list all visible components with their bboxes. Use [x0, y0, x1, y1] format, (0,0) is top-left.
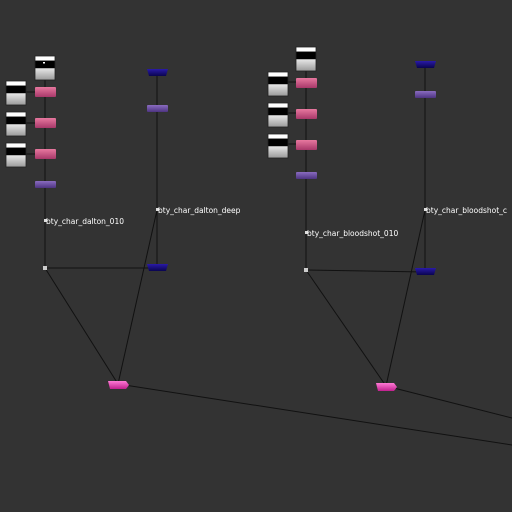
- final-merge-node[interactable]: [376, 383, 397, 391]
- wire: [44, 267, 119, 385]
- label-anchor: [424, 208, 427, 211]
- deep-output-node[interactable]: [147, 264, 168, 271]
- read-thumbnail[interactable]: [5, 80, 27, 106]
- deep-read-node[interactable]: [415, 61, 436, 68]
- wire: [117, 209, 158, 385]
- shuffle-node[interactable]: [296, 78, 317, 88]
- beauty-label[interactable]: bty_char_bloodshot_010: [307, 229, 398, 238]
- merge-node[interactable]: [296, 172, 317, 179]
- wire: [385, 385, 512, 419]
- wire: [117, 383, 512, 446]
- deep-output-node[interactable]: [415, 268, 436, 275]
- read-thumbnail[interactable]: [267, 102, 289, 128]
- dot-node[interactable]: [304, 268, 308, 272]
- shuffle-node[interactable]: [296, 109, 317, 119]
- merge-node[interactable]: [35, 181, 56, 188]
- deep-label[interactable]: bty_char_bloodshot_c: [426, 206, 507, 215]
- wire: [305, 269, 387, 387]
- deep-merge-node[interactable]: [147, 105, 168, 112]
- label-anchor: [44, 219, 47, 222]
- wire: [385, 209, 426, 387]
- bloodshot-group: bty_char_bloodshot_010 bty_char_bloodsho…: [267, 46, 507, 391]
- wire: [305, 269, 426, 273]
- shuffle-node[interactable]: [35, 87, 56, 97]
- label-anchor: [156, 208, 159, 211]
- deep-merge-node[interactable]: [415, 91, 436, 98]
- final-merge-node[interactable]: [108, 381, 129, 389]
- read-thumbnail[interactable]: [295, 46, 317, 72]
- shuffle-node[interactable]: [296, 140, 317, 150]
- read-thumbnail[interactable]: [34, 55, 56, 81]
- read-thumbnail[interactable]: [5, 142, 27, 168]
- wires: [16, 58, 512, 446]
- shuffle-node[interactable]: [35, 149, 56, 159]
- dalton-group: bty_char_dalton_010 bty_char_dalton_deep: [5, 55, 241, 389]
- beauty-label[interactable]: bty_char_dalton_010: [46, 217, 124, 226]
- dot-node[interactable]: [43, 266, 47, 270]
- deep-read-node[interactable]: [147, 69, 168, 76]
- read-thumbnail[interactable]: [5, 111, 27, 137]
- deep-label[interactable]: bty_char_dalton_deep: [158, 206, 241, 215]
- label-anchor: [305, 231, 308, 234]
- read-thumbnail[interactable]: [267, 71, 289, 97]
- shuffle-node[interactable]: [35, 118, 56, 128]
- read-thumbnail[interactable]: [267, 133, 289, 159]
